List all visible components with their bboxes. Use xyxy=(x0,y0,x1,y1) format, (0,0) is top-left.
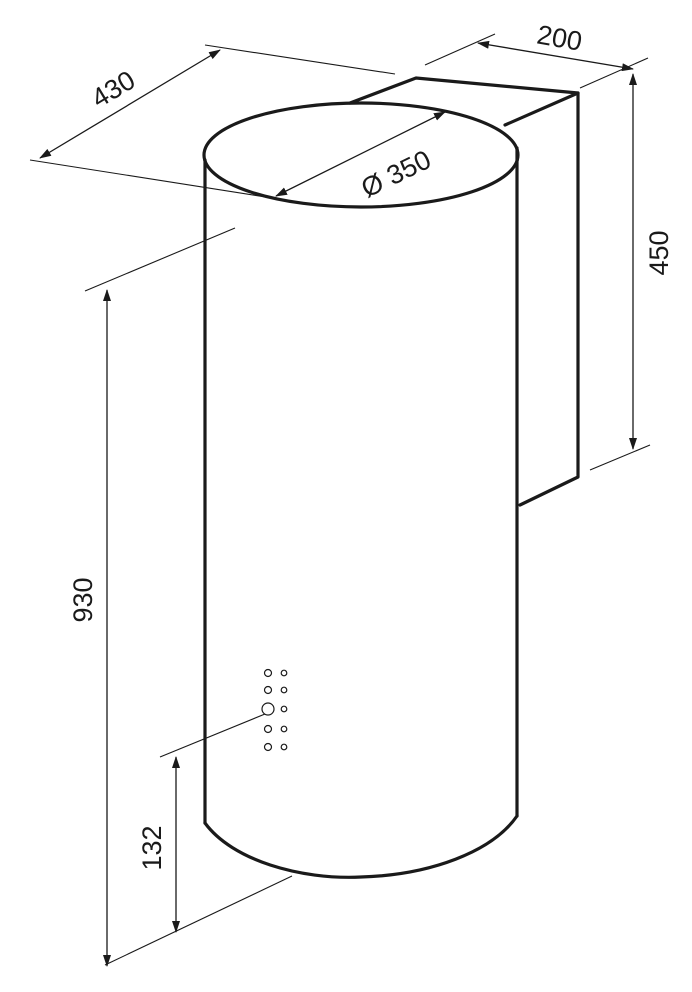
dimension-labels: 430 200 Ø 350 450 930 132 xyxy=(68,19,674,870)
control-led xyxy=(280,725,288,733)
control-main-knob xyxy=(261,702,275,716)
control-button xyxy=(263,742,273,752)
cylinder-body xyxy=(202,101,520,879)
control-led xyxy=(280,669,288,677)
dimension-label-200: 200 xyxy=(535,19,585,56)
dimension-label-930: 930 xyxy=(68,577,98,622)
cylinder-bottom-edge xyxy=(203,814,519,879)
chimney-bracket xyxy=(348,76,580,507)
cylinder-top-ellipse xyxy=(202,101,520,209)
control-led xyxy=(280,686,288,694)
dimension-label-diameter: Ø 350 xyxy=(356,144,435,203)
dimension-label-430: 430 xyxy=(86,65,140,114)
dimension-label-132: 132 xyxy=(137,825,167,870)
dimension-label-450: 450 xyxy=(644,230,674,275)
control-button xyxy=(263,685,273,695)
dimension-line-430 xyxy=(39,49,221,159)
dimension-lines xyxy=(39,40,637,967)
dimension-line-350 xyxy=(275,111,446,197)
control-button xyxy=(263,668,273,678)
dimension-line-200 xyxy=(477,40,634,72)
control-button xyxy=(263,724,273,734)
control-led xyxy=(280,705,288,713)
control-led xyxy=(280,743,288,751)
control-panel xyxy=(261,668,288,752)
extension-lines xyxy=(29,33,651,966)
